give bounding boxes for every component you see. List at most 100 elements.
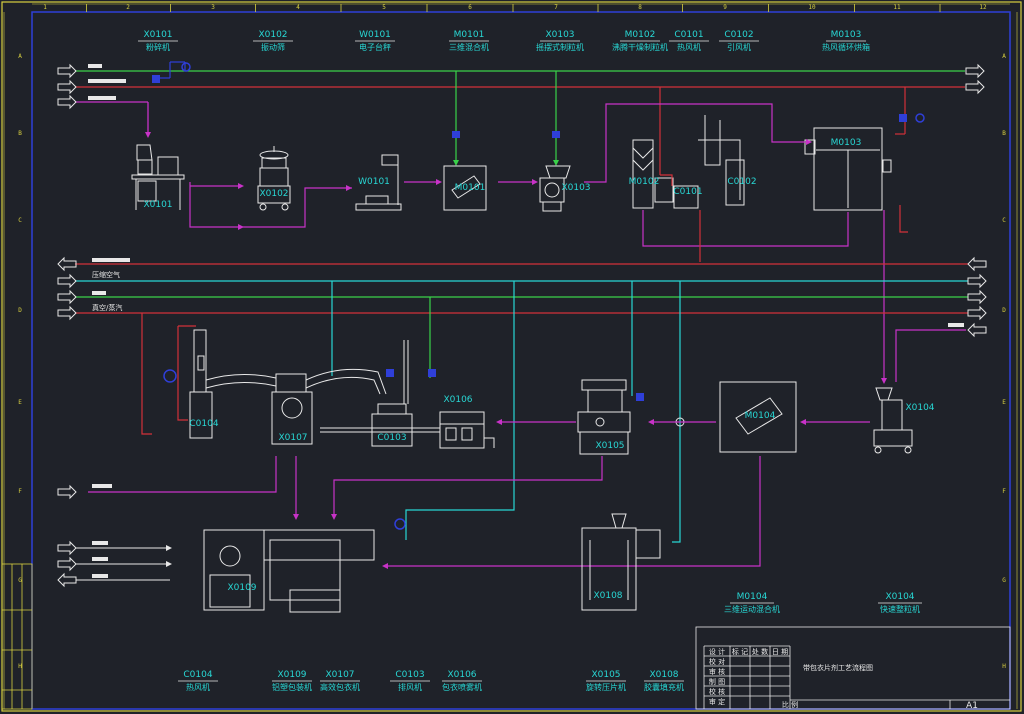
row1-process-links — [189, 103, 887, 384]
x0101-tag: X0101 — [143, 200, 172, 210]
bottom-name: 高效包衣机 — [320, 682, 360, 692]
ruler-letter: C — [18, 217, 22, 224]
ruler-letter: E — [18, 399, 22, 406]
bottom-code: X0105 — [591, 670, 620, 680]
title-block-row: 校 对 — [709, 657, 725, 666]
mid-labels: M0104 三维运动混合机 X0104 快速整粒机 — [724, 592, 922, 614]
title-block-row: 校 核 — [709, 687, 725, 696]
middle-drops — [141, 281, 966, 543]
bottom-name: 胶囊填充机 — [644, 682, 684, 692]
mid-code: X0104 — [885, 592, 914, 602]
title-block-row: 审 核 — [709, 667, 725, 676]
header-code: X0101 — [143, 30, 172, 40]
drawing-border — [31, 11, 1011, 710]
x0108-tag: X0108 — [593, 591, 622, 601]
m0102-fluid-bed-dryer — [632, 115, 745, 209]
header-code: X0103 — [545, 30, 574, 40]
bottom-code: X0108 — [649, 670, 678, 680]
ruler-number: 8 — [638, 4, 642, 11]
x0106-spray-unit — [320, 411, 495, 449]
lower-left-arrows — [57, 484, 172, 588]
header-code: M0103 — [831, 30, 862, 40]
upper-drops — [152, 61, 925, 175]
ruler-number: 5 — [382, 4, 386, 11]
w0101-tag: W0101 — [358, 177, 390, 187]
outlet-arrow — [965, 63, 985, 95]
header-code: C0102 — [724, 30, 753, 40]
x0109-tag: X0109 — [227, 583, 256, 593]
m0102-tag: M0102 — [629, 177, 660, 187]
header-name: 热风机 — [677, 42, 701, 52]
x0101-grinder — [131, 144, 185, 210]
ruler-number: 1 — [43, 4, 47, 11]
ruler-number: 4 — [296, 4, 300, 11]
ruler-letter: B — [1002, 130, 1006, 137]
m0101-mixer — [443, 165, 487, 211]
ruler-number: 12 — [979, 4, 987, 11]
title-block-col: 标 记 — [732, 647, 748, 656]
m0103-tag: M0103 — [831, 138, 862, 148]
mid-code: M0104 — [737, 592, 768, 602]
x0103-tag: X0103 — [561, 183, 590, 193]
bottom-code: X0109 — [277, 670, 306, 680]
ruler-number: 9 — [723, 4, 727, 11]
header-labels: X0101粉碎机X0102振动筛W0101电子台秤M0101三维混合机X0103… — [138, 30, 870, 52]
ruler-letter: H — [1002, 663, 1006, 670]
c0103-tag: C0103 — [377, 433, 406, 443]
title-block-row: 制 图 — [709, 677, 725, 686]
ruler-letter: A — [1002, 53, 1006, 60]
header-code: W0101 — [359, 30, 391, 40]
ruler-letter: E — [1002, 399, 1006, 406]
x0107-tag: X0107 — [278, 433, 307, 443]
c0104-tag: C0104 — [189, 419, 218, 429]
x0106-tag: X0106 — [443, 395, 472, 405]
sheet-size: A1 — [966, 701, 978, 711]
header-name: 热风循环烘箱 — [822, 42, 870, 52]
ruler-letter: C — [1002, 217, 1006, 224]
x0102-tag: X0102 — [259, 189, 288, 199]
m0104-mixer — [719, 381, 797, 453]
bottom-name: 旋转压片机 — [586, 682, 626, 692]
x0105-tablet-press — [577, 379, 631, 455]
m0104-tag: M0104 — [745, 411, 776, 421]
bottom-name: 铝塑包装机 — [272, 682, 312, 692]
header-name: 粉碎机 — [146, 42, 170, 52]
header-name: 电子台秤 — [359, 42, 391, 52]
ruler-letter: H — [18, 663, 22, 670]
header-name: 摇摆式制粒机 — [536, 42, 584, 52]
x0109-blister-packer — [203, 529, 375, 613]
ruler-letter: A — [18, 53, 22, 60]
title-text: 带包衣片剂工艺流程图设 计校 对审 核制 图校 核审 定标 记处 数日 期比 例… — [709, 647, 978, 711]
ruler-number: 10 — [808, 4, 816, 11]
title-block-col: 日 期 — [772, 648, 788, 656]
c0103-exhaust-fan — [371, 340, 413, 447]
revision-block — [1, 563, 33, 710]
title-block-row: 设 计 — [709, 647, 725, 656]
header-code: X0102 — [258, 30, 287, 40]
scale-label: 比 例 — [782, 700, 798, 709]
m0103-oven — [804, 127, 892, 211]
header-name: 引风机 — [727, 42, 751, 52]
mid-name: 三维运动混合机 — [724, 604, 780, 614]
bottom-name: 热风机 — [186, 682, 210, 692]
upper-utility-lines — [57, 63, 985, 138]
middle-utility-lines: 压缩空气 真空/蒸汽 — [57, 256, 987, 338]
c0102-tag: C0102 — [727, 177, 756, 187]
vacuum-steam-label: 真空/蒸汽 — [92, 303, 122, 312]
ruler-letter: G — [18, 577, 22, 584]
header-code: M0102 — [625, 30, 656, 40]
x0103-granulator — [539, 165, 571, 212]
ruler-letter: B — [18, 130, 22, 137]
x0104-granulator — [873, 387, 913, 454]
ruler-number: 7 — [554, 4, 558, 11]
mid-name: 快速整粒机 — [880, 604, 920, 614]
ruler-letter: G — [1002, 577, 1006, 584]
row2-process-links — [88, 419, 870, 569]
bottom-name: 包衣喷雾机 — [442, 682, 482, 692]
x0105-tag: X0105 — [595, 441, 624, 451]
